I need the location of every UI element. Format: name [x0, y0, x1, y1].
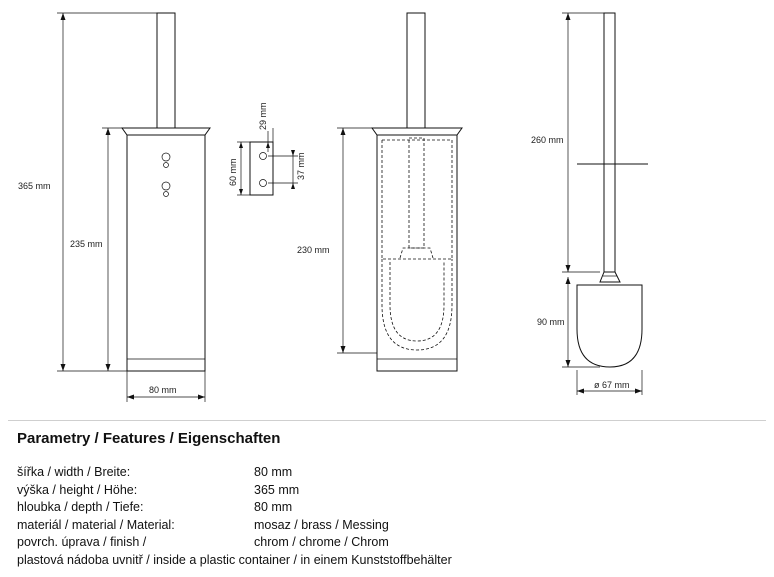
feature-label: materiál / material / Material:	[17, 517, 175, 532]
label-body-width: 80 mm	[149, 385, 177, 395]
brush-collar	[599, 271, 621, 283]
keyhole-icon	[161, 152, 171, 197]
dimension-body-height	[102, 127, 122, 371]
holder-body	[376, 134, 458, 372]
dimension-bracket-height	[237, 141, 250, 196]
dimension-total-height	[57, 12, 157, 372]
label-brush-diameter: ø 67 mm	[594, 380, 630, 390]
hidden-handle	[408, 137, 425, 249]
feature-value: mosaz / brass / Messing	[254, 517, 389, 532]
feature-label: hloubka / depth / Tiefe:	[17, 500, 144, 514]
dimension-bracket-top	[266, 128, 274, 152]
lid	[121, 127, 211, 136]
features-title: Parametry / Features / Eigenschaften	[17, 430, 281, 447]
section-view: 230 mm	[297, 12, 463, 372]
hidden-brush-head	[399, 247, 434, 259]
feature-label: plastová nádoba uvnitř / inside a plasti…	[17, 552, 452, 567]
wall-bracket-view: 29 mm 60 mm 37 mm	[228, 102, 306, 196]
features-table: šířka / width / Breite: 80 mm výška / he…	[17, 464, 757, 569]
feature-value: 80 mm	[254, 500, 293, 514]
dimension-body-width	[126, 371, 206, 402]
feature-row-container: plastová nádoba uvnitř / inside a plasti…	[17, 552, 757, 570]
label-brush-height: 90 mm	[537, 317, 565, 327]
feature-row-finish: povrch. úprava / finish / chrom / chrome…	[17, 534, 757, 552]
feature-row-material: materiál / material / Material: mosaz / …	[17, 517, 757, 535]
lid	[371, 127, 463, 136]
holder-body	[126, 134, 206, 372]
brush-stem	[603, 163, 616, 273]
inner-container	[381, 140, 453, 260]
handle-rod	[156, 12, 176, 129]
feature-label: šířka / width / Breite:	[17, 465, 131, 479]
feature-value: 365 mm	[254, 482, 300, 497]
label-handle-length: 260 mm	[531, 135, 564, 145]
label-bracket-top: 29 mm	[258, 102, 268, 130]
technical-drawing: 365 mm 235 mm 80 mm 29 mm	[18, 12, 648, 402]
screw-hole-icon	[259, 152, 267, 160]
label-bracket-height: 60 mm	[228, 158, 238, 186]
label-body-height: 235 mm	[70, 239, 103, 249]
brush-handle	[603, 12, 616, 165]
dimension-brush-diameter	[576, 370, 643, 395]
label-container-height: 230 mm	[297, 245, 330, 255]
label-total-height: 365 mm	[18, 181, 51, 191]
section-divider	[8, 420, 766, 421]
feature-label: povrch. úprava / finish /	[17, 535, 147, 549]
dimension-brush-height	[562, 277, 600, 368]
handle-rod	[406, 12, 426, 129]
feature-row-width: šířka / width / Breite: 80 mm	[17, 464, 757, 482]
brush-head	[576, 284, 643, 368]
feature-value: 80 mm	[254, 465, 293, 479]
label-bracket-spacing: 37 mm	[296, 152, 306, 180]
front-view: 365 mm 235 mm 80 mm	[18, 12, 211, 402]
feature-row-depth: hloubka / depth / Tiefe: 80 mm	[17, 499, 757, 517]
hidden-container-bottom	[381, 259, 453, 351]
feature-value: chrom / chrome / Chrom	[254, 535, 389, 549]
bracket-plate	[249, 141, 274, 196]
dimension-bracket-spacing	[291, 150, 295, 189]
feature-row-height: výška / height / Höhe: 365 mm	[17, 482, 757, 500]
hidden-brush-outline	[389, 262, 445, 342]
dimension-container-height	[337, 127, 377, 354]
dimension-handle-length	[562, 12, 604, 273]
brush-view: 260 mm 90 mm ø 67 mm	[531, 12, 648, 395]
feature-label: výška / height / Höhe:	[17, 482, 138, 497]
screw-hole-icon	[259, 179, 267, 187]
